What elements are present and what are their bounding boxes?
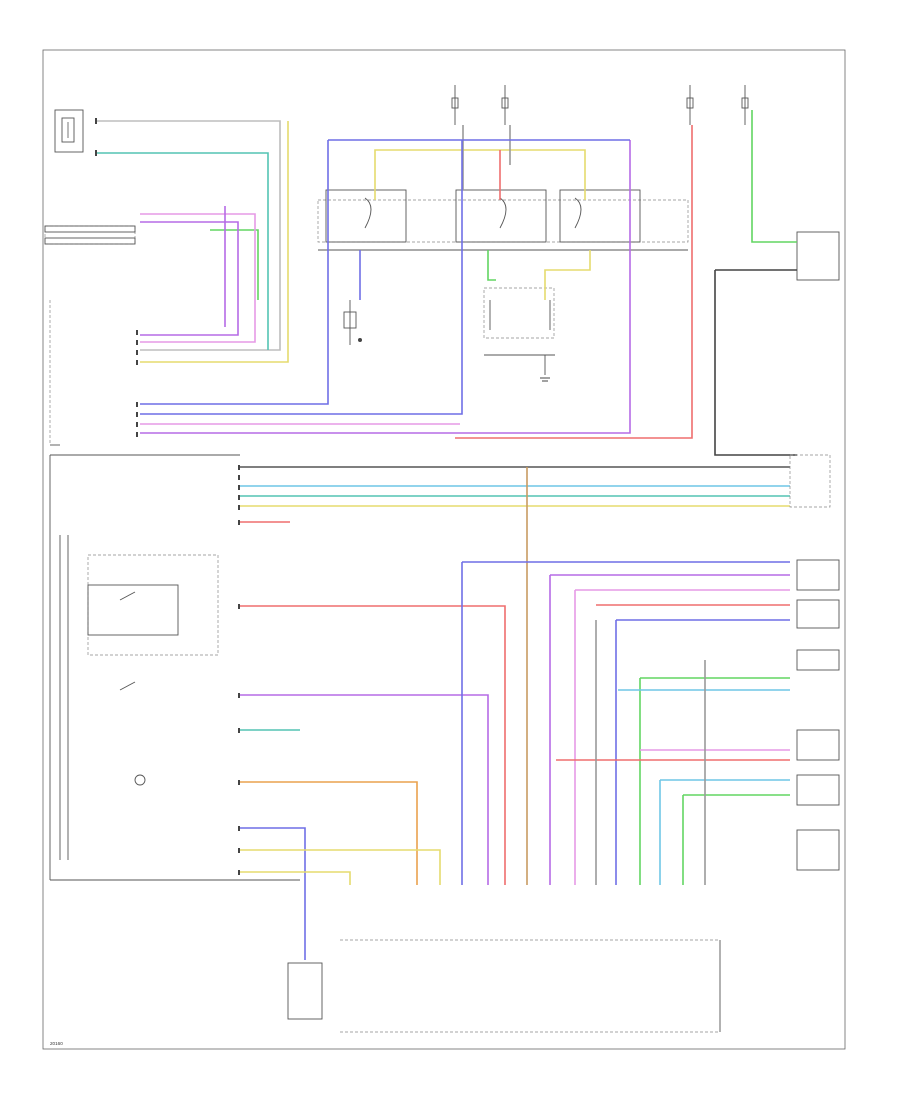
wire-white-top xyxy=(97,120,281,351)
air-compressor-relay-block xyxy=(44,225,136,245)
bottom-component xyxy=(287,962,323,1020)
wire-red-right xyxy=(455,125,693,439)
bottom-connector-row xyxy=(340,939,721,1033)
wire-blue-long-2 xyxy=(140,140,463,415)
connector-pins-left xyxy=(95,118,240,875)
wire-red-lower xyxy=(240,605,506,885)
wire-yellow-lower2 xyxy=(240,871,351,885)
wire-green-drop xyxy=(487,250,496,281)
wire-violet-long xyxy=(140,140,631,434)
wire-blue-lower xyxy=(240,827,306,960)
wire-pink-1 xyxy=(140,213,256,343)
wire-violet-lower xyxy=(240,694,489,885)
page-code: 20160 xyxy=(50,1041,63,1046)
wire-yellow-top xyxy=(140,121,289,363)
wire-green-relay xyxy=(210,229,259,300)
wire-black-right xyxy=(714,270,797,456)
wire-yellow-relay-top xyxy=(374,149,586,200)
lamp-icon xyxy=(134,774,146,786)
switch-icon xyxy=(119,591,136,691)
wire-teal-top xyxy=(97,152,269,350)
right-sensor-boxes xyxy=(789,454,840,871)
connector-icon xyxy=(95,118,97,124)
diagram-frame xyxy=(42,49,846,1050)
wire-yellow-drop xyxy=(544,250,591,300)
connector-icon xyxy=(95,150,97,156)
air-compressor-motor xyxy=(343,300,362,345)
relay-coil-icon xyxy=(364,197,582,229)
lower-left-switches xyxy=(87,554,219,786)
ground-icon xyxy=(540,377,550,382)
wire-blue-long xyxy=(140,140,329,405)
wire-green-right xyxy=(751,110,797,243)
right-module-box xyxy=(796,231,840,281)
wire-violet-1 xyxy=(140,221,239,336)
air-suspension-module-outline xyxy=(49,300,300,881)
compressor-relay-switch xyxy=(483,287,555,382)
left-front-height-sensor xyxy=(54,109,84,153)
relay-block-top xyxy=(317,189,689,251)
wire-orange-lower xyxy=(240,781,418,885)
fuse-sources-top xyxy=(451,85,749,125)
wire-yellow-lower xyxy=(240,849,441,885)
